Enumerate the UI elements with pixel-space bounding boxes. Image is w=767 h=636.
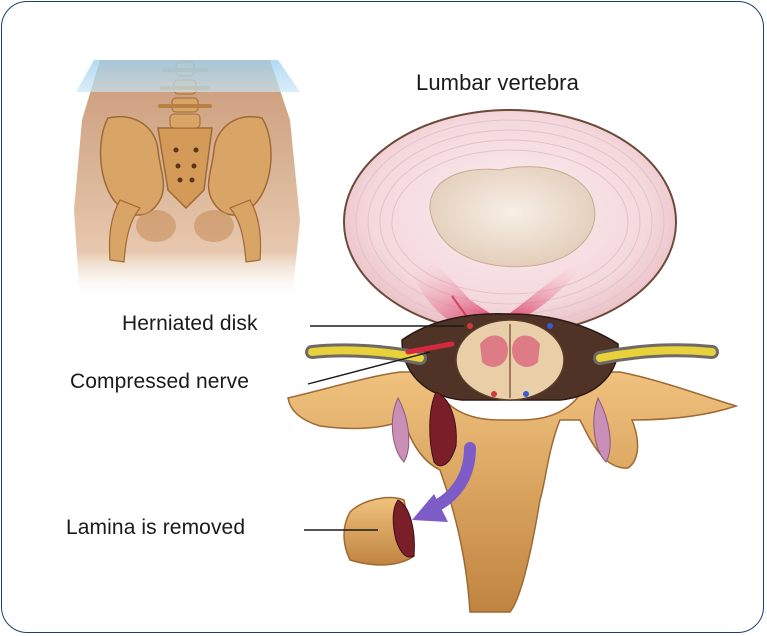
herniated-disk-label: Herniated disk (122, 312, 258, 336)
pelvis-inset (74, 60, 300, 300)
lamina-removed-label: Lamina is removed (66, 516, 245, 540)
diagram-title: Lumbar vertebra (416, 70, 579, 96)
removed-lamina (344, 498, 414, 565)
compressed-nerve-label: Compressed nerve (70, 370, 249, 394)
